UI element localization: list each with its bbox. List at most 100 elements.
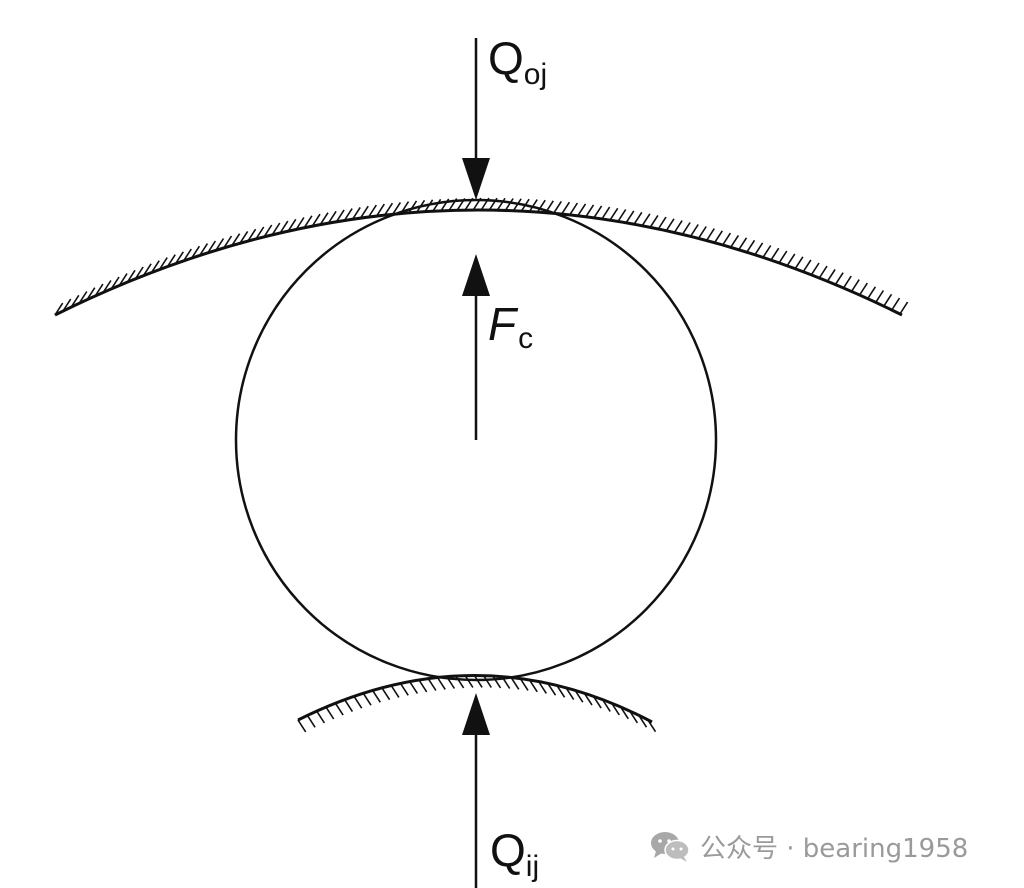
hatch-mark <box>577 203 587 217</box>
hatch-mark <box>681 222 691 235</box>
hatch-mark <box>565 687 575 701</box>
hatch-mark <box>574 689 584 703</box>
outer-load-symbol: Q <box>488 32 524 84</box>
hatch-mark <box>359 205 369 219</box>
inner-raceway-hatching <box>297 675 657 733</box>
hatch-mark <box>455 675 465 689</box>
hatch-mark <box>875 290 885 303</box>
outer-load-label: Qoj <box>488 32 547 91</box>
hatch-mark <box>536 199 546 213</box>
hatch-mark <box>70 294 80 308</box>
hatch-mark <box>746 239 756 253</box>
hatch-mark <box>134 266 144 280</box>
hatch-mark <box>519 678 529 691</box>
hatch-mark <box>617 209 627 222</box>
hatch-mark <box>335 209 345 223</box>
inner-load-symbol: Q <box>490 824 526 876</box>
hatch-mark <box>150 260 160 274</box>
hatch-mark <box>657 216 667 230</box>
hatch-mark <box>271 222 281 236</box>
hatch-mark <box>842 275 852 289</box>
inner-raceway <box>297 674 657 733</box>
hatch-mark <box>409 681 419 694</box>
hatch-mark <box>362 692 372 706</box>
hatch-mark <box>473 675 483 688</box>
outer-raceway-arc <box>54 208 903 317</box>
outer-load-subscript: oj <box>524 58 547 91</box>
hatch-mark <box>381 687 391 701</box>
watermark: 公众号 · bearing1958 <box>648 826 968 866</box>
hatch-mark <box>390 685 400 698</box>
hatch-mark <box>569 202 579 216</box>
hatch-mark <box>334 702 344 716</box>
centrifugal-force-subscript: c <box>518 322 533 355</box>
hatch-mark <box>303 215 313 229</box>
hatch-mark <box>730 234 740 248</box>
hatch-mark <box>770 247 780 261</box>
hatch-mark <box>891 297 901 311</box>
hatch-mark <box>207 240 217 254</box>
hatch-mark <box>583 692 593 706</box>
hatch-mark <box>239 230 249 244</box>
hatch-mark <box>199 243 209 256</box>
centrifugal-force-arrow <box>462 254 490 440</box>
hatch-mark <box>633 211 643 225</box>
hatch-mark <box>343 208 353 221</box>
wechat-icon <box>651 832 690 862</box>
hatch-mark <box>547 682 557 696</box>
hatch-mark <box>182 248 192 262</box>
hatch-mark <box>826 268 836 282</box>
hatch-mark <box>223 235 233 249</box>
hatch-mark <box>174 251 184 265</box>
hatch-mark <box>858 282 868 296</box>
hatch-mark <box>705 228 715 241</box>
hatch-mark <box>556 684 566 698</box>
hatch-mark <box>609 207 619 221</box>
hatch-mark <box>794 256 804 270</box>
hatch-mark <box>255 226 265 240</box>
hatch-mark <box>327 210 337 224</box>
hatch-mark <box>287 218 297 232</box>
hatch-mark <box>316 710 326 724</box>
hatch-mark <box>110 276 120 290</box>
hatch-mark <box>689 224 699 237</box>
hatch-mark <box>427 678 437 691</box>
hatch-mark <box>54 302 64 316</box>
hatch-mark <box>418 679 428 693</box>
hatch-mark <box>142 263 152 277</box>
hatch-mark <box>810 262 820 276</box>
hatch-mark <box>392 201 402 215</box>
hatch-mark <box>610 702 620 716</box>
hatch-mark <box>297 719 307 733</box>
hatch-mark <box>375 203 385 217</box>
hatch-mark <box>126 269 136 283</box>
hatch-mark <box>118 273 128 286</box>
hatch-mark <box>629 710 639 724</box>
hatch-mark <box>496 197 506 211</box>
hatch-mark <box>697 226 707 239</box>
hatch-mark <box>818 265 828 279</box>
hatch-mark <box>619 706 629 720</box>
outer-load-arrow <box>462 38 490 200</box>
hatch-mark <box>665 218 675 232</box>
hatch-mark <box>722 232 732 246</box>
hatch-mark <box>625 210 635 224</box>
centrifugal-force-label: Fc <box>488 298 533 355</box>
hatch-mark <box>899 301 909 315</box>
hatch-mark <box>279 220 289 234</box>
hatch-mark <box>158 257 168 270</box>
hatch-mark <box>601 206 611 220</box>
hatch-mark <box>94 283 104 297</box>
hatch-mark <box>371 689 381 703</box>
hatch-mark <box>344 699 354 713</box>
hatch-mark <box>802 259 812 273</box>
hatch-mark <box>754 242 764 256</box>
hatch-mark <box>638 714 648 728</box>
hatch-mark <box>62 298 72 312</box>
inner-load-arrow <box>462 693 490 888</box>
hatch-mark <box>231 233 241 247</box>
hatch-mark <box>778 250 788 264</box>
hatch-mark <box>464 675 474 688</box>
hatch-mark <box>592 695 602 709</box>
hatch-mark <box>247 228 257 242</box>
